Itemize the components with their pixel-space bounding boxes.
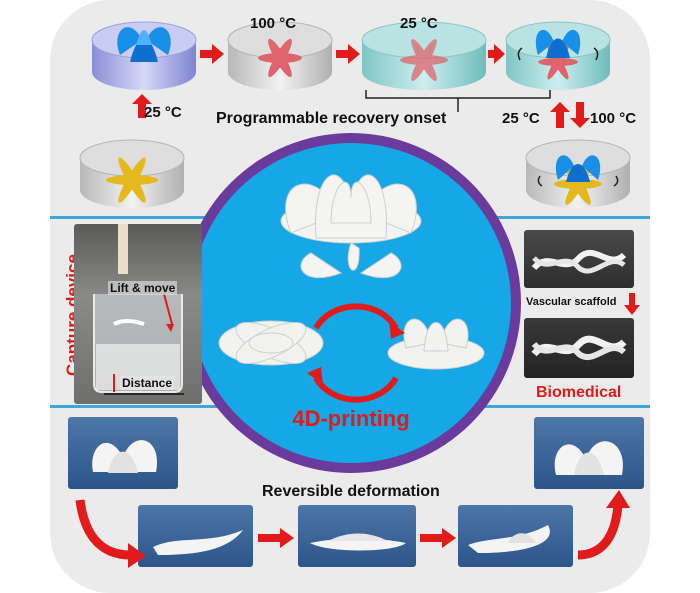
- cylinder-cooled-teal: [361, 21, 487, 90]
- scaffold-down-arrow: [624, 293, 640, 315]
- temp-100-label-right: 100 °C: [590, 110, 637, 127]
- vascular-scaffold-label: Vascular scaffold: [526, 296, 617, 308]
- cycle-arrow-bottom: [313, 376, 399, 403]
- cylinder-initial-yellow: [79, 139, 185, 208]
- cycle-arrowhead-top: [389, 321, 405, 339]
- arrow-right-2: [336, 44, 360, 64]
- lotus-large: [280, 174, 422, 279]
- temp-25-label-right: 25 °C: [502, 110, 540, 127]
- temp-100-label: 100 °C: [250, 15, 297, 32]
- lotus-illustrations: [218, 174, 485, 403]
- arrow-right-3: [488, 44, 505, 64]
- curved-arrowhead-right: [606, 490, 630, 508]
- arrow-bottom-1: [258, 528, 294, 548]
- cylinder-bloomed-purple: [91, 21, 197, 90]
- arrow-up-left: [132, 94, 152, 118]
- onset-bracket: [365, 90, 551, 112]
- arrow-down-right: [570, 102, 590, 128]
- cylinder-reversible-yellow: [525, 139, 631, 208]
- biomedical-label: Biomedical: [536, 384, 622, 401]
- temp-25-label-left: 25 °C: [144, 104, 182, 121]
- deform-photo-1: [68, 417, 178, 489]
- lift-move-label: Lift & move: [108, 281, 178, 295]
- onset-label: Programmable recovery onset: [216, 110, 447, 127]
- reversible-deformation-label: Reversible deformation: [262, 483, 440, 500]
- arrow-right-1: [200, 44, 224, 64]
- cycle-arrowhead-bottom: [307, 367, 323, 385]
- deform-photo-3: [298, 505, 416, 567]
- cylinder-heated-grey: [227, 21, 333, 90]
- cylinder-recovering-teal: [505, 21, 611, 90]
- lotus-folding: [387, 318, 485, 370]
- curved-arrow-left: [75, 499, 131, 560]
- cycle-arrow-top: [313, 303, 399, 330]
- curved-arrow-right: [577, 504, 623, 560]
- deform-photo-4: [458, 505, 573, 567]
- scaffold-photo-bottom: [524, 318, 634, 378]
- deform-photo-2: [138, 505, 253, 567]
- top-cylinders: [79, 21, 631, 208]
- figure-panel: 100 °C 25 °C 25 °C Programmable recovery…: [50, 0, 650, 593]
- center-circle: 4D-printing: [191, 143, 511, 463]
- deform-photo-5: [534, 417, 644, 489]
- capture-device-photo: [74, 224, 202, 404]
- distance-label: Distance: [120, 376, 175, 390]
- lotus-flat: [218, 320, 324, 366]
- arrow-up-right: [550, 102, 570, 128]
- center-title: 4D-printing: [292, 406, 410, 431]
- scaffold-photo-top: [524, 230, 634, 288]
- temp-25-label-top: 25 °C: [400, 15, 438, 32]
- arrow-bottom-2: [420, 528, 456, 548]
